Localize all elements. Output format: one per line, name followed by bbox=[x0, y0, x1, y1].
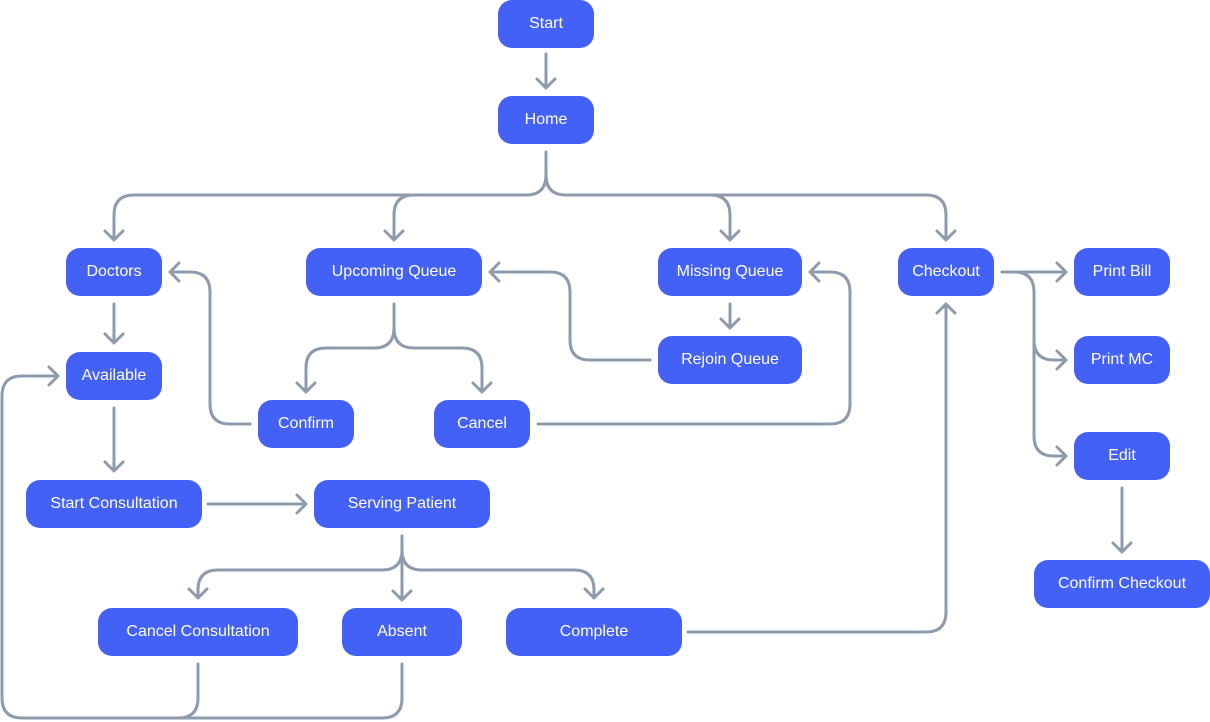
node-checkout[interactable]: Checkout bbox=[898, 248, 994, 296]
node-start[interactable]: Start bbox=[498, 0, 594, 48]
edge-home-doctors bbox=[103, 150, 548, 242]
edge-complete-checkout bbox=[686, 302, 957, 634]
node-cancel-consultation[interactable]: Cancel Consultation bbox=[98, 608, 298, 656]
node-home[interactable]: Home bbox=[498, 96, 594, 144]
edge-rejoin-upcoming bbox=[488, 261, 652, 362]
node-cancel[interactable]: Cancel bbox=[434, 400, 530, 448]
node-confirm[interactable]: Confirm bbox=[258, 400, 354, 448]
node-print-bill[interactable]: Print Bill bbox=[1074, 248, 1170, 296]
edge-doctors-available bbox=[103, 302, 125, 345]
node-print-mc[interactable]: Print MC bbox=[1074, 336, 1170, 384]
edge-upcoming-confirm bbox=[295, 302, 396, 394]
edge-start-home bbox=[535, 52, 557, 90]
edge-start-consultation-serving-patient bbox=[206, 493, 308, 515]
edge-serving-absent bbox=[391, 534, 413, 602]
edge-home-missing-queue bbox=[544, 173, 741, 242]
node-confirm-checkout[interactable]: Confirm Checkout bbox=[1034, 560, 1210, 608]
node-complete[interactable]: Complete bbox=[506, 608, 682, 656]
node-available[interactable]: Available bbox=[66, 352, 162, 400]
edge-upcoming-cancel bbox=[392, 326, 493, 394]
node-missing-queue[interactable]: Missing Queue bbox=[658, 248, 802, 296]
edge-missing-rejoin bbox=[719, 302, 741, 330]
edge-serving-cancel-consultation bbox=[187, 534, 404, 600]
node-doctors[interactable]: Doctors bbox=[66, 248, 162, 296]
node-edit[interactable]: Edit bbox=[1074, 432, 1170, 480]
edge-edit-confirm-checkout bbox=[1111, 486, 1133, 554]
edge-home-checkout bbox=[708, 193, 957, 242]
edge-cancel-missing-queue bbox=[536, 261, 852, 426]
node-serving-patient[interactable]: Serving Patient bbox=[314, 480, 490, 528]
edge-available-start-consultation bbox=[103, 406, 125, 473]
edge-confirm-doctors bbox=[168, 261, 252, 426]
edge-home-upcoming-queue bbox=[383, 193, 416, 242]
edge-absent-available bbox=[176, 662, 404, 720]
node-absent[interactable]: Absent bbox=[342, 608, 462, 656]
node-rejoin-queue[interactable]: Rejoin Queue bbox=[658, 336, 802, 384]
node-start-consultation[interactable]: Start Consultation bbox=[26, 480, 202, 528]
edge-checkout-print-mc bbox=[1000, 270, 1068, 371]
edge-checkout-edit bbox=[1032, 338, 1068, 467]
node-upcoming-queue[interactable]: Upcoming Queue bbox=[306, 248, 482, 296]
edge-serving-complete bbox=[400, 548, 605, 600]
edge-cancel-consultation-available bbox=[0, 365, 200, 720]
